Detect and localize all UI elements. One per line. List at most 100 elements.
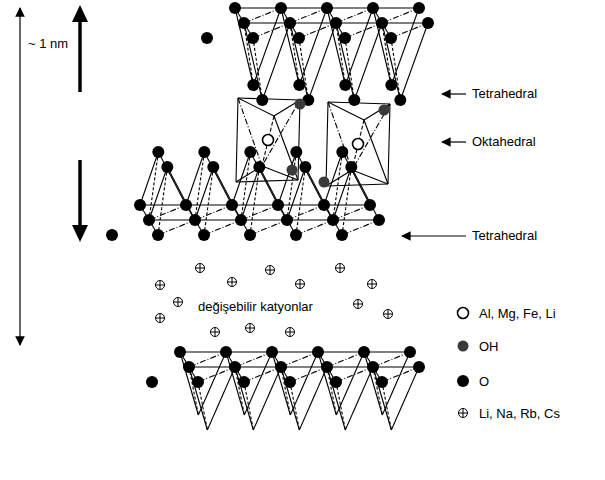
oxygen-atom (152, 229, 164, 241)
bond-line (278, 204, 324, 205)
oxygen-atom (318, 199, 330, 211)
bond-line (352, 104, 390, 170)
oxygen-atom (339, 79, 351, 91)
bond-line (198, 382, 207, 430)
bond-line (324, 204, 370, 205)
bond-line (281, 7, 327, 8)
exchange-cation (384, 310, 393, 319)
bond-line (232, 204, 278, 205)
oxygen-atom (244, 146, 256, 158)
oxygen-atom (376, 17, 388, 29)
bond-line (287, 219, 333, 220)
sheet-label: Tetrahedral (470, 86, 539, 102)
bond-line (241, 167, 259, 220)
bond-line (333, 219, 379, 220)
oxygen-atom (275, 361, 287, 373)
bond-line (382, 382, 391, 430)
bond-line (250, 152, 278, 205)
bond-line (290, 382, 299, 430)
legend-text: Li, Na, Rb, Cs (477, 406, 562, 421)
bond-line (186, 152, 204, 205)
oxygen-atom (238, 17, 250, 29)
bond-line (244, 382, 253, 430)
bond-line (281, 8, 299, 85)
bond-line (364, 104, 390, 120)
bond-line (189, 367, 207, 430)
oxygen-atom (385, 32, 397, 44)
bond-line (327, 8, 345, 85)
bond-line (140, 204, 186, 205)
bond-line (213, 167, 241, 220)
bond-line (327, 367, 345, 430)
octahedral-cation (458, 308, 469, 319)
bond-line (149, 152, 158, 220)
exchange-cation (211, 328, 220, 337)
oxygen-atom (336, 229, 348, 241)
bond-line (158, 167, 167, 235)
bond-line (391, 8, 419, 85)
oxygen-atom (321, 361, 333, 373)
bond-line (373, 367, 382, 415)
oxygen-atom (266, 346, 278, 358)
exchange-cation (174, 298, 183, 307)
oxygen-atom (367, 361, 379, 373)
bond-line (236, 180, 298, 182)
oxygen-atom (152, 146, 164, 158)
bond-line (253, 8, 281, 85)
oxygen-atom (330, 17, 342, 29)
bond-line (149, 219, 195, 220)
bond-line (281, 367, 290, 415)
oxygen-atom (413, 361, 425, 373)
legend-item: O (455, 373, 491, 389)
oxygen-atom (281, 214, 293, 226)
oxygen-atom (413, 2, 425, 14)
bond-line (167, 167, 195, 220)
oxygen-atom (272, 199, 284, 211)
oxygen-atom (143, 214, 155, 226)
oxygen-atom (290, 146, 302, 158)
oxygen-atom (327, 214, 339, 226)
bond-line (290, 23, 308, 100)
bond-line (235, 7, 281, 8)
bond-line (336, 22, 382, 23)
oxygen-atom (284, 17, 296, 29)
oxygen-atom (247, 79, 259, 91)
bond-line (318, 351, 364, 352)
bond-line (180, 351, 226, 352)
exchange-cation (459, 409, 468, 418)
bond-line (259, 167, 287, 220)
oxygen-atom (385, 79, 397, 91)
bond-line (388, 104, 390, 184)
bond-line (204, 167, 213, 235)
octahedral-cation (263, 135, 274, 146)
interlayer-label: değişebilir katyonlar (196, 299, 315, 315)
bond-line (189, 367, 198, 415)
bond-line (364, 120, 388, 184)
exchange-cation (354, 300, 363, 309)
bond-line (235, 367, 253, 430)
oxygen-atom (180, 199, 192, 211)
oxygen-atom (284, 376, 296, 388)
oxygen-atom (256, 94, 268, 106)
oxygen-atom (134, 199, 146, 211)
thick-arrow-head (72, 225, 88, 242)
bond-line (326, 170, 352, 186)
bond-line (299, 8, 327, 85)
hydroxyl-atom (287, 165, 298, 176)
bond-line (281, 367, 299, 430)
oxygen-atom (321, 2, 333, 14)
oxygen-atom (198, 229, 210, 241)
bond-line (382, 23, 400, 100)
bond-line (244, 23, 262, 100)
bond-lines (140, 8, 428, 430)
exchange-cation (286, 328, 295, 337)
oxygen-atom (226, 199, 238, 211)
oxygen-atom (253, 161, 265, 173)
oxygen-atom (192, 376, 204, 388)
bond-line (305, 167, 333, 220)
thick-arrow-head (72, 5, 88, 22)
bond-line (186, 204, 232, 205)
oxygen-atom (183, 361, 195, 373)
bond-line (373, 366, 419, 367)
bond-line (299, 367, 327, 430)
